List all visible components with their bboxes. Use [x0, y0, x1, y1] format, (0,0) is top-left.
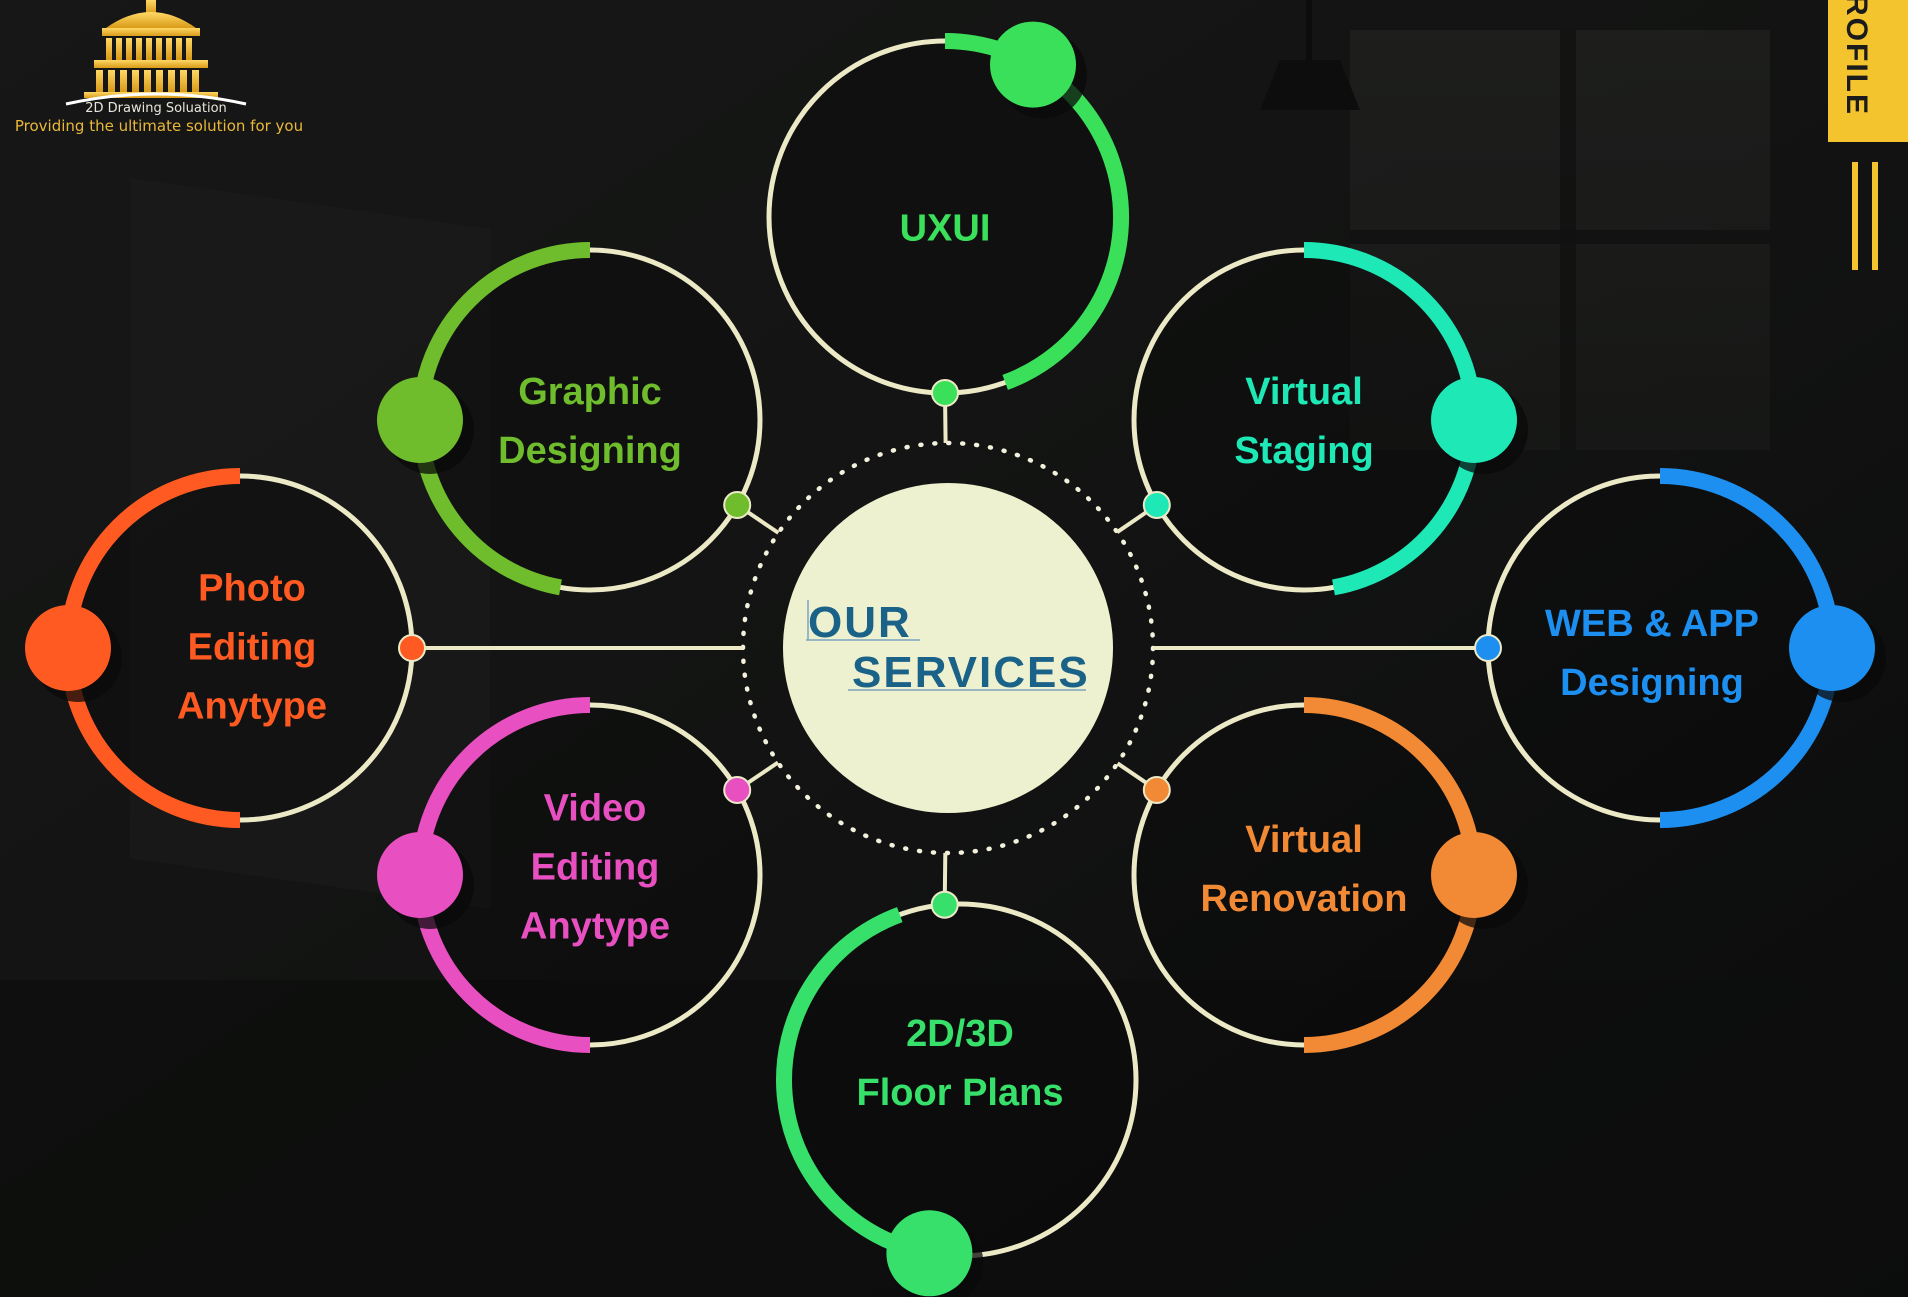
video-editing-node: [723, 776, 752, 804]
service-label-line: WEB & APP: [1545, 603, 1759, 645]
uxui-node: [931, 379, 959, 407]
web-app-designing-node: [1474, 634, 1502, 662]
floor-plans-dot: [886, 1210, 973, 1297]
service-label-line: Renovation: [1200, 878, 1408, 920]
service-label-line: Editing: [187, 626, 317, 669]
service-label-line: Virtual: [1245, 819, 1363, 861]
graphic-designing-node: [723, 491, 752, 519]
uxui-dot: [990, 21, 1076, 108]
web-app-designing-dot: [1789, 605, 1875, 691]
service-label-line: Editing: [530, 846, 660, 889]
service-label-line: Graphic: [518, 371, 662, 413]
capitol-dome-icon: [65, 0, 247, 106]
virtual-renovation-node: [1142, 776, 1171, 804]
logo-tagline: Providing the ultimate solution for you: [14, 117, 304, 135]
service-label-line: Designing: [1560, 662, 1744, 704]
profile-tab-label: ROFILE: [1840, 0, 1873, 116]
service-label-line: Anytype: [177, 685, 327, 728]
service-label-line: Anytype: [520, 905, 670, 948]
photo-editing-node: [398, 634, 426, 662]
center-title-our: OUR: [808, 598, 912, 647]
service-label-line: Designing: [498, 430, 682, 472]
service-label-line: Floor Plans: [856, 1072, 1064, 1114]
service-label-uxui[interactable]: UXUI: [900, 200, 991, 259]
graphic-designing-dot: [377, 377, 463, 463]
company-logo: 2D Drawing Soluation Providing the ultim…: [6, 0, 306, 140]
service-label-line: Photo: [198, 567, 306, 610]
pause-bars-icon: [1848, 162, 1882, 270]
service-label-floor-plans[interactable]: 2D/3D Floor Plans: [857, 1005, 1064, 1123]
virtual-staging-dot: [1431, 377, 1517, 463]
service-label-line: Video: [543, 787, 647, 830]
service-label-line: 2D/3D: [906, 1013, 1014, 1055]
service-label-web-app-designing[interactable]: WEB & APP Designing: [1545, 595, 1759, 713]
service-label-line: UXUI: [899, 207, 991, 250]
logo-company-name: 2D Drawing Soluation: [85, 101, 227, 116]
service-label-line: Staging: [1234, 430, 1374, 472]
photo-editing-dot: [25, 605, 111, 691]
video-editing-dot: [377, 832, 463, 918]
floor-plans-node: [930, 890, 959, 919]
virtual-staging-node: [1142, 491, 1171, 519]
floor-plans-accent-arc: [776, 907, 931, 1262]
center-disc: [783, 483, 1113, 813]
center-title-services: SERVICES: [852, 648, 1090, 697]
virtual-renovation-dot: [1431, 832, 1517, 918]
profile-tab[interactable]: [1828, 0, 1908, 142]
service-label-line: Virtual: [1245, 371, 1363, 413]
center-blueprint-lines: [806, 600, 1086, 691]
